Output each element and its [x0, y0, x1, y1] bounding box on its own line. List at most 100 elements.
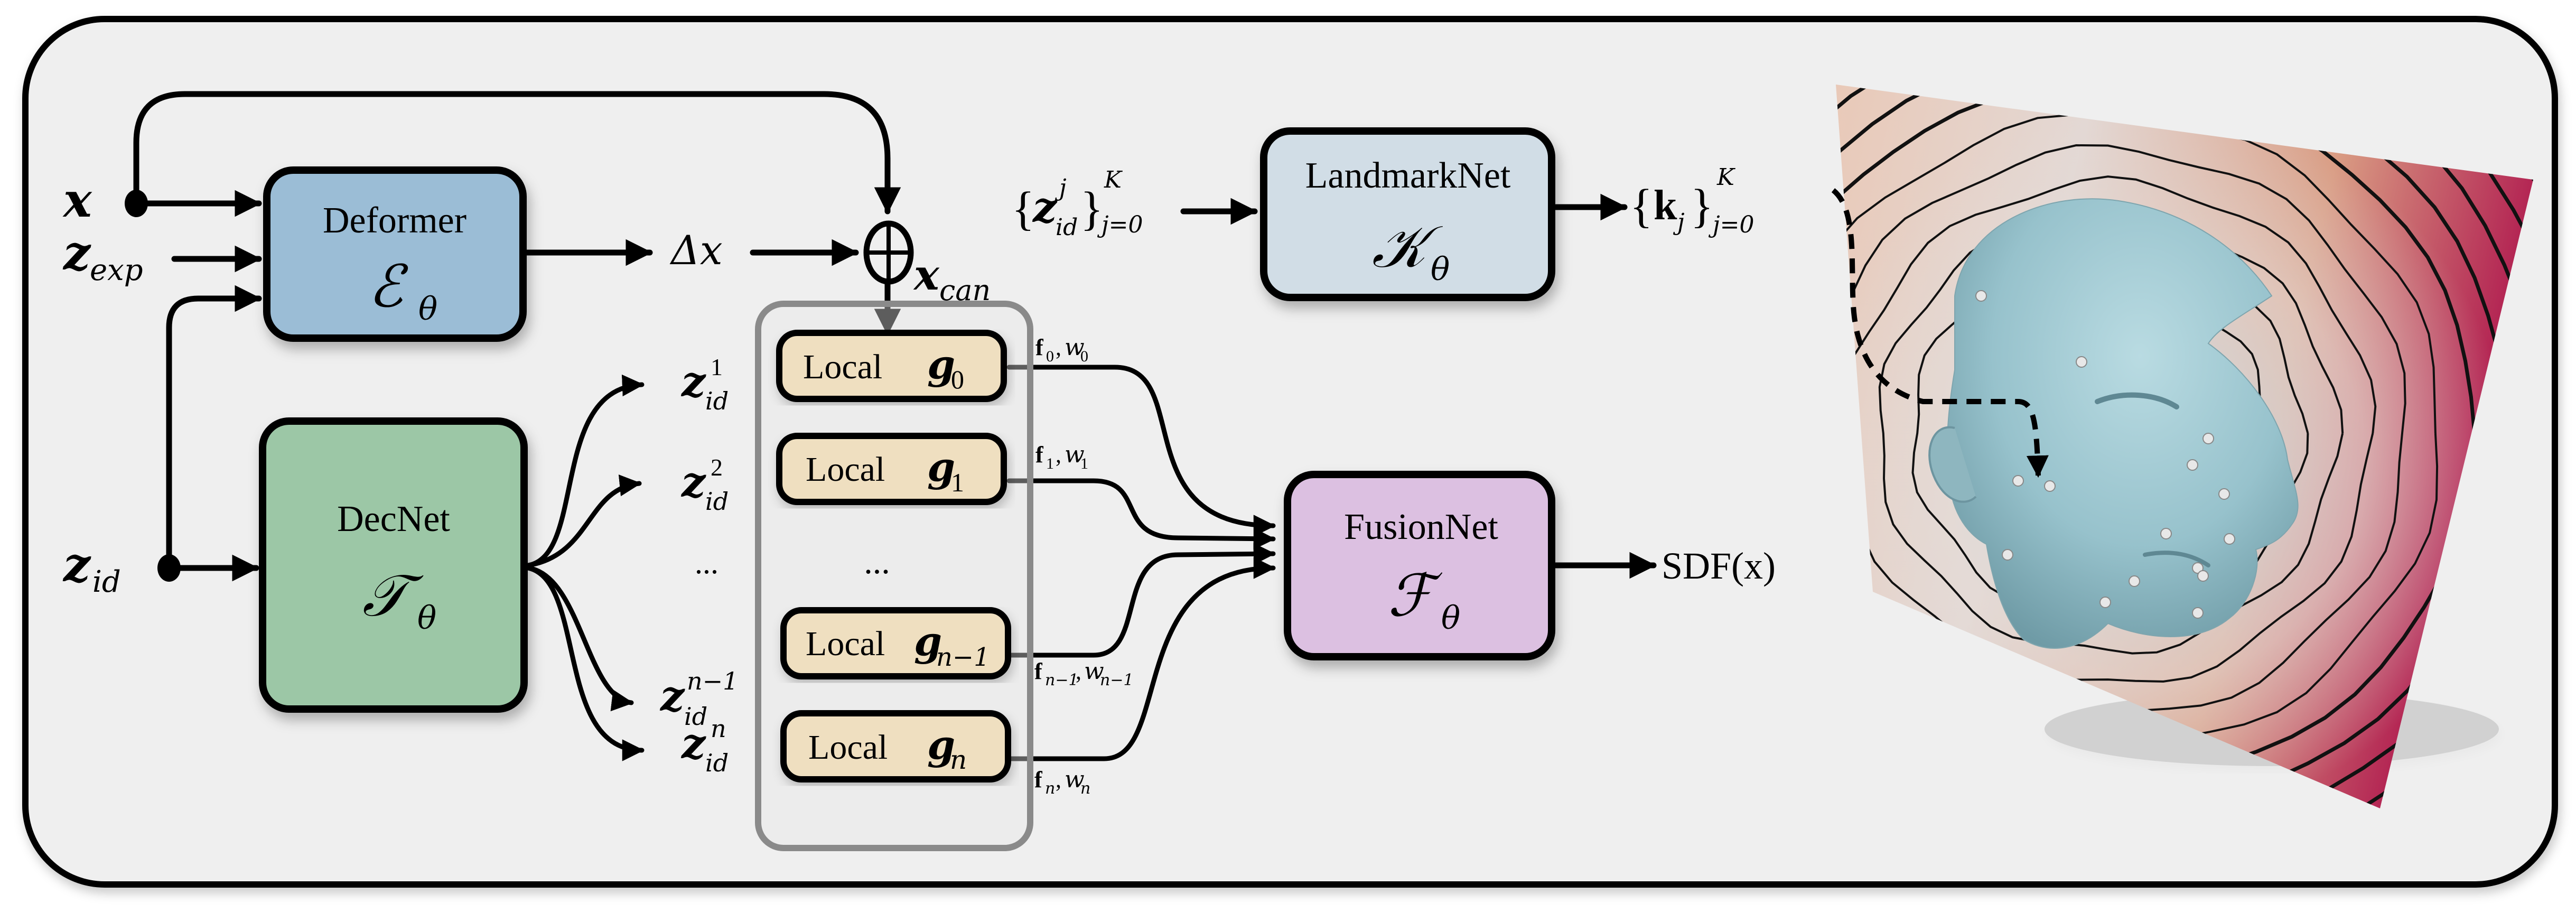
- svg-text:id: id: [705, 749, 729, 777]
- svg-text:id: id: [705, 487, 729, 516]
- landmark-point: [2224, 533, 2235, 545]
- svg-text:{: {: [1630, 180, 1653, 232]
- latent-z1: z id 1: [680, 353, 729, 415]
- local-box-0[interactable]: Local g 0: [776, 330, 1007, 402]
- svg-text:,: ,: [1056, 767, 1061, 793]
- feature-label-1: f 1 , w 1: [1035, 441, 1088, 472]
- decnet-symbol-sub: θ: [417, 600, 436, 637]
- input-x-label: x: [62, 172, 92, 228]
- latent-ellipsis: ...: [695, 545, 718, 580]
- deformer-title: Deformer: [323, 200, 466, 241]
- landmark-point: [2187, 459, 2198, 471]
- svg-text:id: id: [705, 387, 729, 415]
- delta-x-label: Δx: [669, 227, 723, 274]
- fusionnet-symbol-sub: θ: [1441, 600, 1460, 637]
- landmarknet-symbol-sub: θ: [1431, 251, 1450, 288]
- landmark-input-label: { z j id } K j=0: [1012, 166, 1143, 241]
- svg-text:z: z: [62, 225, 91, 281]
- local-n-sym: g: [927, 721, 955, 768]
- fusionnet-block[interactable]: FusionNet ℱ θ: [1284, 471, 1555, 660]
- landmark-dashed-arrow: [1831, 188, 2049, 478]
- local-box-n-1[interactable]: Local g n−1: [780, 607, 1011, 679]
- landmark-point: [2202, 433, 2214, 444]
- svg-text:id: id: [92, 565, 121, 599]
- landmark-point: [2076, 356, 2087, 368]
- landmark-point: [2044, 480, 2056, 492]
- fusionnet-title: FusionNet: [1344, 507, 1498, 547]
- svg-text:w: w: [1084, 658, 1104, 685]
- svg-text:w: w: [1065, 441, 1085, 468]
- svg-text:x: x: [913, 250, 940, 300]
- deformer-symbol-sub: θ: [418, 291, 437, 328]
- svg-text:n−1: n−1: [1100, 671, 1134, 690]
- local-n-label: Local: [808, 728, 888, 767]
- svg-text:z: z: [680, 357, 706, 406]
- svg-text:z: z: [1032, 182, 1058, 232]
- landmark-point: [2192, 562, 2204, 574]
- decnet-title: DecNet: [337, 499, 450, 539]
- plus-operator: [863, 220, 914, 285]
- svg-text:exp: exp: [90, 253, 143, 287]
- svg-text:,: ,: [1056, 442, 1061, 468]
- local-box-n[interactable]: Local g n: [780, 710, 1011, 782]
- svg-text:can: can: [939, 274, 991, 307]
- deformer-symbol: ℰ: [368, 253, 409, 320]
- local-1-label: Local: [806, 450, 885, 489]
- svg-text:0: 0: [1046, 348, 1054, 365]
- input-zexp-label: z exp: [62, 225, 143, 287]
- svg-text:,: ,: [1076, 658, 1081, 684]
- landmarknet-block[interactable]: LandmarkNet 𝒦 θ: [1260, 127, 1555, 301]
- svg-text:f: f: [1035, 442, 1044, 468]
- wire-x-skip: [133, 91, 901, 215]
- landmark-point: [2099, 597, 2111, 608]
- local-n-1-sub: n−1: [936, 642, 990, 672]
- head-mesh: [1928, 198, 2299, 649]
- svg-text:2: 2: [711, 454, 723, 481]
- svg-text:}: }: [1080, 183, 1103, 235]
- svg-text:K: K: [1716, 164, 1735, 191]
- landmark-point: [2012, 475, 2024, 487]
- svg-text:n: n: [1080, 779, 1090, 798]
- local-0-sub: 0: [951, 365, 964, 394]
- svg-text:K: K: [1104, 166, 1123, 193]
- local-box-1[interactable]: Local g 1: [776, 433, 1007, 505]
- svg-text:w: w: [1065, 766, 1085, 793]
- svg-text:f: f: [1034, 658, 1043, 684]
- feature-label-n: f n , w n: [1034, 766, 1090, 798]
- svg-text:n−1: n−1: [687, 667, 738, 695]
- local-n-sub: n: [950, 744, 967, 775]
- landmark-point: [2002, 549, 2013, 561]
- local-1-sym: g: [927, 443, 955, 490]
- feature-label-n-1: f n−1 , w n−1: [1034, 658, 1134, 690]
- landmark-point: [2160, 528, 2172, 539]
- landmark-point: [2192, 607, 2204, 619]
- decnet-block[interactable]: DecNet 𝒯 θ: [259, 417, 528, 713]
- local-n-1-label: Local: [806, 625, 885, 663]
- svg-text:j=0: j=0: [1097, 211, 1143, 238]
- svg-text:z: z: [659, 671, 685, 721]
- local-ellipsis: ...: [864, 543, 890, 581]
- x-can-label: x can: [913, 250, 991, 307]
- landmark-point: [2129, 575, 2140, 587]
- deformer-block[interactable]: Deformer ℰ θ: [263, 166, 527, 342]
- svg-text:,: ,: [1056, 334, 1061, 360]
- svg-text:1: 1: [711, 353, 723, 380]
- latent-zn: z id n: [680, 714, 729, 777]
- local-1-sub: 1: [951, 468, 964, 497]
- feature-label-0: f 0 , w 0: [1035, 334, 1088, 365]
- svg-text:1: 1: [1046, 455, 1054, 472]
- svg-text:f: f: [1035, 334, 1044, 360]
- svg-text:f: f: [1034, 767, 1043, 793]
- x-junction-dot: [125, 190, 148, 217]
- svg-text:z: z: [680, 719, 706, 768]
- sdf-output-label: SDF(x): [1662, 545, 1776, 587]
- svg-text:id: id: [1056, 214, 1078, 241]
- svg-text:k: k: [1654, 182, 1677, 229]
- latent-zn-1: z id n−1: [659, 667, 738, 731]
- local-n-1-sym: g: [914, 618, 942, 665]
- svg-text:z: z: [62, 537, 91, 593]
- svg-text:n: n: [711, 714, 726, 743]
- wire-zid-deformer: [166, 285, 262, 571]
- svg-text:j=0: j=0: [1708, 211, 1754, 238]
